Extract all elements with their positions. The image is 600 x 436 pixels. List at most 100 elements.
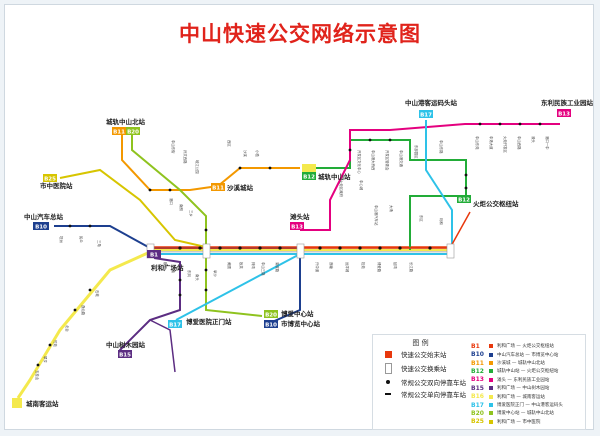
route-B17 [175, 120, 453, 321]
legend-route-code: B12 [471, 367, 484, 375]
small-stop-label: 南朗 [179, 204, 184, 211]
legend-route-swatch [489, 352, 493, 357]
legend-route-swatch [489, 377, 493, 382]
legend-panel: 图 例 快速公交始末站 快速公交换乘站 常规公交双向停靠车站 常规公交单向停靠车… [372, 334, 586, 430]
svg-text:B11: B11 [212, 186, 224, 192]
small-stop-label: 南头 [195, 274, 200, 281]
small-stop-label: 竹苑 [53, 340, 58, 347]
svg-text:B1: B1 [150, 253, 158, 259]
route-badges [12, 109, 571, 408]
legend-route-code: B11 [471, 359, 484, 367]
route-B15-loop [149, 319, 176, 373]
legend-route-code: B17 [471, 401, 484, 409]
legend-route-code: B10 [471, 351, 484, 359]
legend-route-B13: B13 滩头 — 东利民族工业园站 [471, 376, 550, 384]
legend-item-terminal: 快速公交始末站 [381, 349, 447, 359]
small-stop-label: 中山港大桥西 [371, 150, 376, 171]
small-stop-label: 神湾 [251, 262, 256, 269]
small-stop-label: 民众 [79, 236, 84, 243]
route-B11 [121, 128, 300, 191]
small-stop-label: 岐江公园 [195, 160, 200, 174]
small-stop-label: 逸仙路 [81, 305, 86, 316]
small-stop-label: 中山港汽车站 [374, 205, 379, 226]
station-huoju-park: 火炬公交枢纽站 [473, 199, 519, 208]
legend-route-desc: 博爱医院正门 — 中山港客运码头 [497, 402, 563, 408]
small-stop-label: 板芙 [239, 262, 244, 269]
small-stop-label: 长江路 [409, 262, 414, 273]
stop-single-icon [385, 393, 391, 395]
legend-item-stop-both: 常规公交双向停靠车站 [381, 377, 466, 387]
legend-item-stop-single: 常规公交单向停靠车站 [381, 389, 466, 399]
station-chengnan-terminal: 城南客运站 [26, 399, 59, 408]
small-stop-label: 小榄 [255, 150, 260, 157]
station-boai-hospital: 博爱医院正门站 [186, 317, 232, 326]
svg-text:B10: B10 [35, 225, 47, 231]
legend-route-desc: 中山汽车总站 — 市博览中心站 [497, 352, 559, 358]
svg-text:B15: B15 [119, 353, 131, 359]
legend-route-B12: B12 城轨中山站 — 火炬公交枢纽站 [471, 367, 559, 375]
small-stop-label: 湖滨路 [275, 262, 280, 273]
small-stop-label: 松苑 [361, 262, 366, 269]
legend-route-swatch [489, 411, 493, 416]
station-zhongshan-bus-terminal: 中山汽车总站 [24, 212, 64, 221]
small-stop-label: 黄圃 [227, 262, 232, 269]
legend-route-swatch [489, 344, 493, 349]
small-stop-label: 开发区文化中心 [357, 150, 362, 174]
route-B13 [300, 123, 560, 231]
station-libeng-plaza: 利和广场站 [151, 263, 184, 272]
station-shaxi-city: 沙溪城站 [227, 183, 254, 192]
small-stop-label: 五桂山 [35, 370, 40, 381]
small-stop-label: 东部园区 [414, 145, 419, 159]
terminal-icon [384, 350, 392, 358]
route-B25 [59, 168, 211, 249]
small-stop-label: 港口 [169, 198, 174, 205]
legend-route-code: B15 [471, 384, 484, 392]
station-bolan-center: 市博览中心站 [281, 319, 321, 328]
svg-text:B20: B20 [127, 130, 139, 136]
small-stop-label: 中山东苑 [475, 136, 480, 150]
small-stop-label: 阜沙 [213, 270, 218, 277]
svg-text:B12: B12 [458, 198, 470, 204]
small-stop-label: 孙文西路 [183, 150, 188, 164]
legend-route-code: B25 [471, 418, 484, 426]
legend-route-desc: 利和广场 — 市中医院 [497, 419, 541, 425]
small-stop-label: 火炬开发区 [503, 136, 508, 154]
small-stop-label: 利和 [439, 218, 444, 225]
legend-route-swatch [489, 369, 493, 374]
legend-route-desc: 城轨中山站 — 火炬公交枢纽站 [497, 369, 559, 375]
legend-route-desc: 滩头 — 东利民族工业园站 [497, 377, 550, 383]
small-stop-label: 中山东路 [439, 140, 444, 154]
small-stop-label: 莲塘 [329, 262, 334, 269]
small-stop-label: 沙溪 [243, 150, 248, 157]
svg-text:B12: B12 [303, 175, 315, 181]
legend-route-desc: 利和广场 — 城南客运站 [497, 394, 545, 400]
small-stop-label: 东凤 [187, 270, 192, 277]
svg-text:B13: B13 [291, 225, 303, 231]
station-chengqing-zhongshan: 城轨中山站 [318, 172, 351, 181]
small-stop-label: 港口一中 [545, 136, 550, 150]
small-stop-label: 三角 [97, 240, 102, 247]
legend-route-code: B13 [471, 376, 484, 384]
station-boai-hub: 博爱中心站 [281, 309, 314, 318]
legend-route-swatch [489, 419, 493, 424]
small-stop-label: 东区 [419, 215, 424, 222]
small-stop-label: 横栏 [163, 262, 168, 269]
small-stop-label: 中山港交通 [399, 150, 404, 168]
legend-route-swatch [489, 402, 493, 407]
svg-text:B13: B13 [558, 112, 570, 118]
svg-text:B25: B25 [44, 177, 56, 183]
small-stop-label: 兴中道 [315, 262, 320, 273]
small-stop-label: 中山三路 [261, 262, 266, 276]
small-stop-label: 西区 [227, 140, 231, 147]
small-stop-labels: 开发区文化中心中山港大桥西开发区管委会中山港交通东部园区中山东路中山东苑中港大道… [35, 136, 550, 381]
route-B16 [16, 250, 151, 399]
legend-route-desc: 博爱中心站 — 城轨中山北站 [497, 411, 554, 417]
small-stop-label: 三乡 [189, 210, 194, 217]
small-stop-label: 濠头 [531, 136, 536, 143]
small-stop-label: 石岐 [95, 290, 100, 297]
